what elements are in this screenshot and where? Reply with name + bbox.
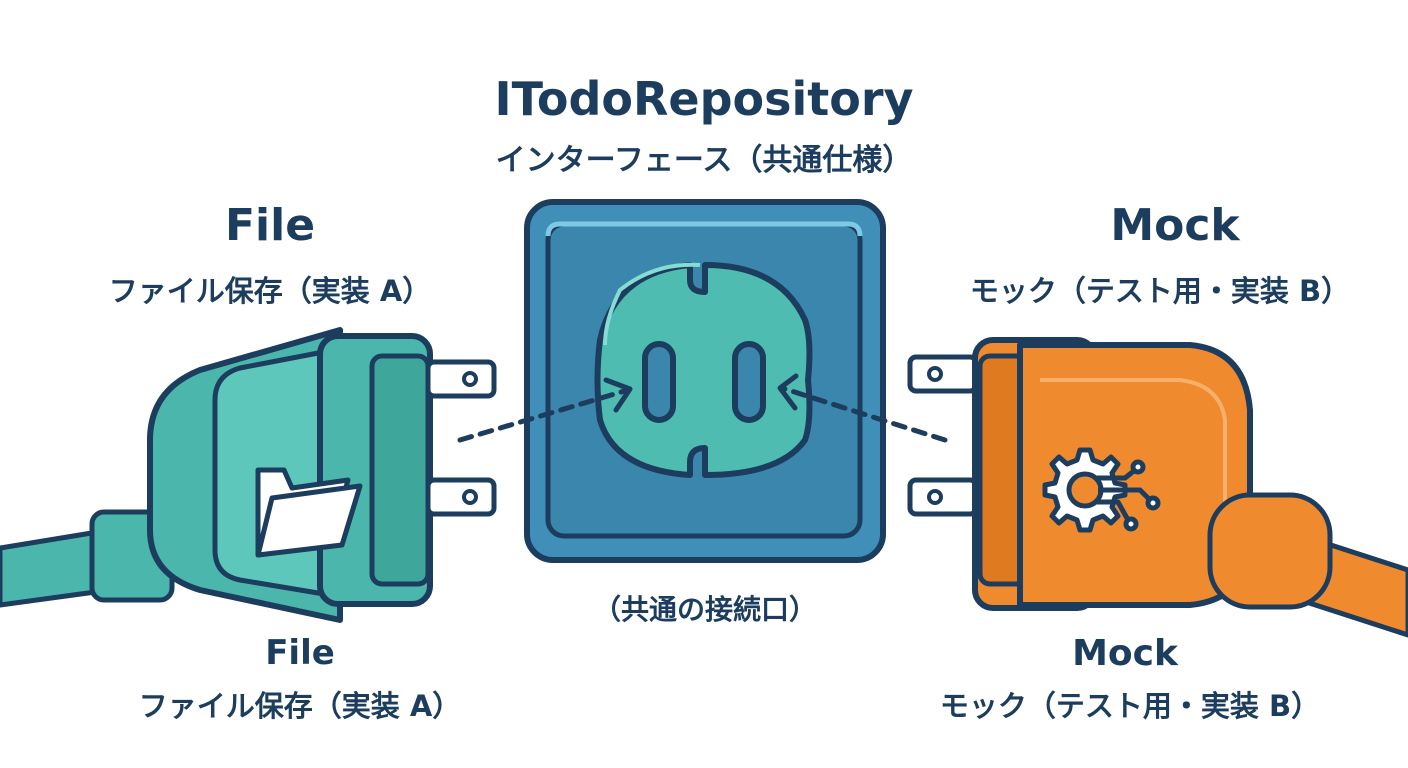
interface-subtitle: インターフェース（共通仕様）: [495, 143, 913, 178]
file-subtitle: ファイル保存（実装 A）: [108, 274, 432, 308]
right-arrow: [777, 373, 948, 443]
left-plug: [147, 327, 497, 623]
mock-bottom-subtitle: モック（テスト用・実装 B）: [939, 689, 1321, 723]
file-title: File: [224, 200, 316, 251]
socket: [524, 199, 886, 563]
mock-bottom-title: Mock: [1072, 633, 1178, 674]
mock-title: Mock: [1110, 200, 1240, 251]
file-bottom-subtitle: ファイル保存（実装 A）: [138, 689, 462, 723]
left-arrow: [457, 377, 633, 443]
gear-circuit-icon: [1042, 447, 1161, 533]
socket-caption: （共通の接続口）: [592, 593, 817, 626]
interface-title: ITodoRepository: [494, 72, 914, 126]
left-cable: [0, 509, 175, 608]
mock-subtitle: モック（テスト用・実装 B）: [969, 274, 1351, 308]
folder-icon: [255, 467, 363, 558]
file-bottom-title: File: [265, 633, 335, 673]
right-cable: [1207, 492, 1408, 638]
